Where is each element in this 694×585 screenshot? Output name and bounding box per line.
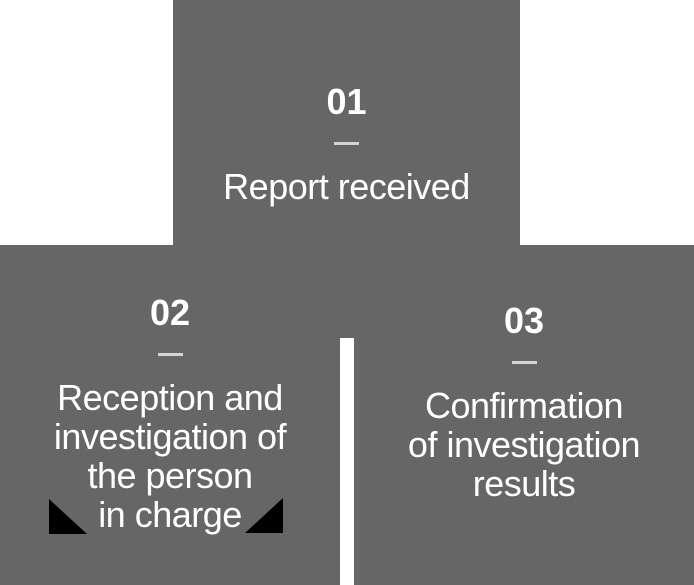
step-1-box: 01 Report received: [173, 0, 520, 245]
step-2-number-divider: [157, 353, 183, 356]
step-3-box: 03 Confirmation of investigation results: [354, 245, 694, 585]
step-2-box: 02 Reception and investigation of the pe…: [0, 245, 340, 585]
step-2-number: 02: [149, 292, 191, 333]
step-3-number-divider: [511, 361, 537, 364]
lower-panel: 02 Reception and investigation of the pe…: [0, 245, 694, 585]
triangle-left-icon: [49, 499, 87, 534]
step-1-label: Report received: [223, 166, 470, 207]
step-3-number: 03: [503, 300, 545, 341]
step-1-number: 01: [326, 81, 367, 122]
triangle-right-icon: [245, 498, 283, 533]
step-1-number-divider: [334, 142, 359, 145]
step-3-label: Confirmation of investigation results: [407, 385, 641, 504]
step-2-label: Reception and investigation of the perso…: [53, 377, 287, 535]
column-gap-divider: [340, 338, 354, 585]
